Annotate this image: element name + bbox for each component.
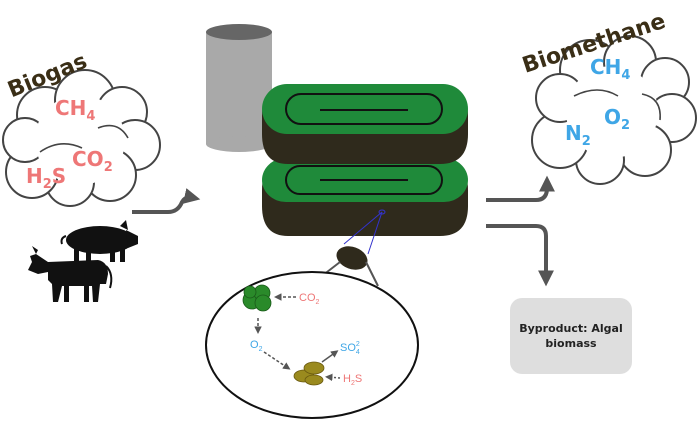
- inset-o2: O2: [250, 339, 263, 353]
- pig-icon: [60, 220, 138, 262]
- byproduct-box: Byproduct: Algal biomass: [510, 298, 632, 374]
- cow-icon: [28, 246, 113, 302]
- output-arrow-byproduct: [486, 224, 554, 287]
- inset-co2: CO2: [299, 292, 320, 306]
- biogas-ch4: CH4: [55, 96, 95, 124]
- output-arrow-biomethane: [486, 175, 555, 202]
- inset-so4: SO42: [340, 341, 360, 356]
- algae-cell-icon: [242, 284, 272, 312]
- biogas-cloud: [2, 69, 161, 207]
- byproduct-label: Byproduct: Algal biomass: [519, 322, 623, 350]
- photobioreactor-icon: [262, 84, 468, 236]
- bacteria-cell-icon: [293, 361, 325, 386]
- input-arrow: [132, 188, 201, 214]
- biomethane-ch4: CH4: [590, 55, 630, 83]
- biogas-h2s: H2S: [26, 164, 66, 192]
- biogas-co2: CO2: [72, 147, 113, 175]
- biomethane-n2: N2: [565, 121, 591, 149]
- gas-tank-icon: [206, 24, 272, 152]
- biomethane-cloud: [531, 35, 697, 185]
- inset-h2s: H2S: [343, 373, 362, 387]
- biomethane-o2: O2: [604, 105, 630, 133]
